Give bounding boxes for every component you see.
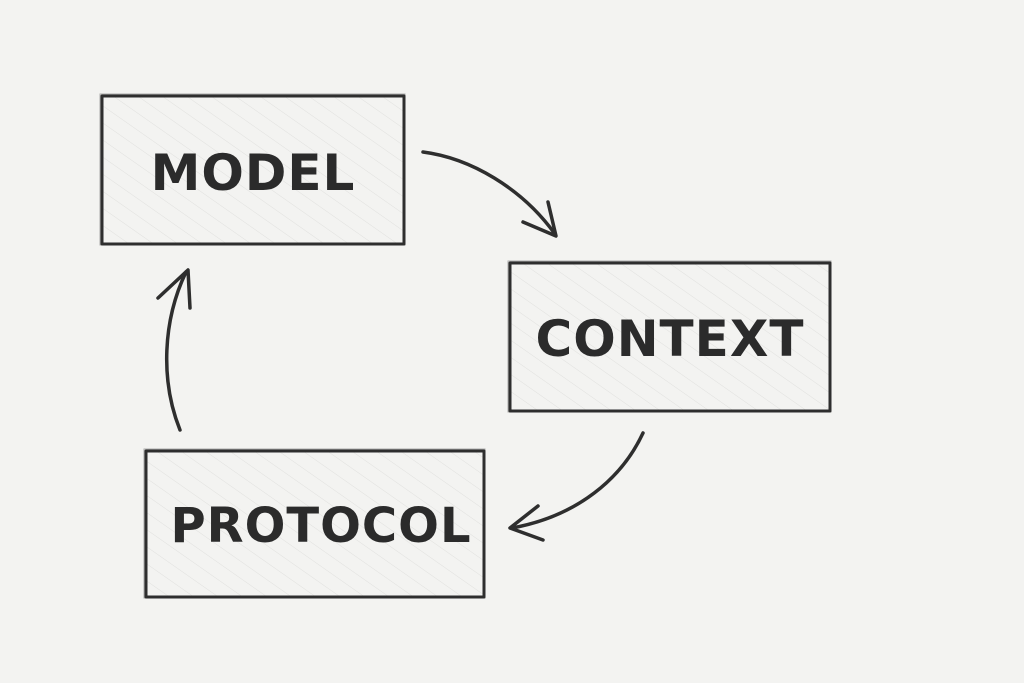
model-node-hatching [102,96,404,244]
arrow-model-to-context-head [521,200,558,238]
protocol-node: PROTOCOL [143,448,486,599]
model-node-label: MODEL [151,144,356,202]
model-node: MODEL [99,93,406,246]
protocol-node-hatching [146,451,484,597]
arrow-model-to-context [421,150,558,238]
arrow-model-to-context-line [421,150,557,236]
context-node: CONTEXT [507,260,832,413]
arrow-protocol-to-model-line [164,270,188,432]
protocol-node-label: PROTOCOL [170,498,471,554]
model-node-border [100,94,406,246]
arrow-protocol-to-model [156,268,192,432]
context-node-label: CONTEXT [536,310,805,368]
arrow-context-to-protocol [508,431,645,542]
arrow-context-to-protocol-head [508,504,545,542]
context-node-border [508,261,832,413]
protocol-node-border [144,449,486,599]
context-node-hatching [510,263,830,411]
arrow-protocol-to-model-head [156,268,192,310]
arrow-context-to-protocol-line [510,431,645,530]
